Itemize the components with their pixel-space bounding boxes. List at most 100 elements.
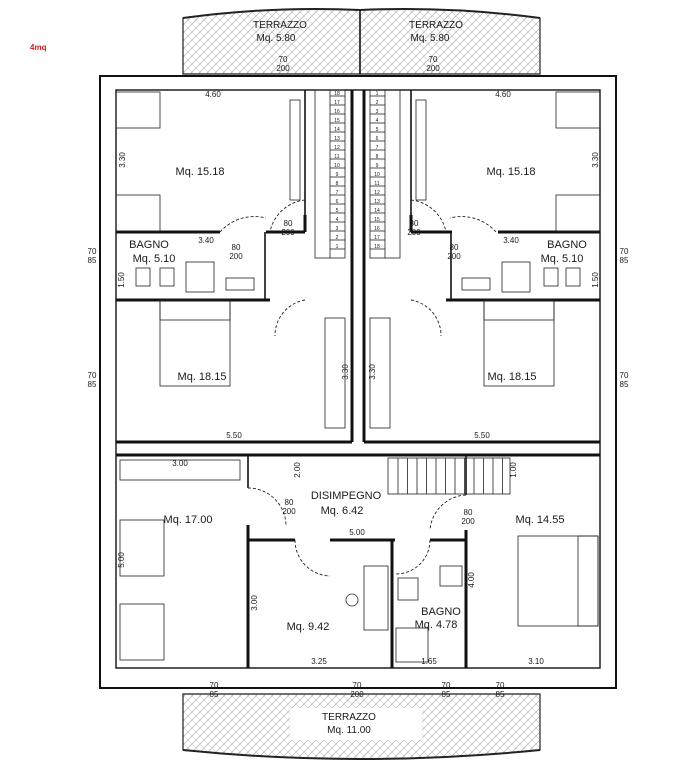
- stair-step-number: 13: [374, 199, 380, 205]
- opening-height-label: 85: [88, 380, 97, 389]
- opening-width-label: 70: [210, 681, 219, 690]
- terrace-top-right-title: TERRAZZO: [409, 20, 463, 31]
- opening-width-label: 70: [429, 55, 438, 64]
- opening-width-label: 70: [620, 247, 629, 256]
- stair-step-number: 2: [376, 100, 379, 106]
- opening-height-label: 200: [282, 507, 296, 516]
- opening-height-label: 85: [88, 256, 97, 265]
- dim-bath-low-width: 1.65: [421, 657, 437, 666]
- stair-step-number: 12: [374, 190, 380, 196]
- dim-bed-mid-left-depth: 3.30: [341, 364, 350, 380]
- room-area-bed-low-right: Mq. 14.55: [516, 514, 565, 526]
- stair-step-number: 18: [334, 91, 340, 97]
- opening-width-label: 70: [442, 681, 451, 690]
- outer-walls: [99, 75, 617, 689]
- terrace-top-left-title: TERRAZZO: [253, 20, 307, 31]
- room-name-bath-left: BAGNO: [129, 239, 169, 251]
- stair-step-number: 13: [334, 136, 340, 142]
- dim-bath-right-depth: 1.50: [591, 272, 600, 288]
- stair-step-number: 16: [334, 109, 340, 115]
- stair-step-number: 7: [376, 145, 379, 151]
- opening-height-label: 200: [447, 252, 461, 261]
- opening-width-label: 80: [232, 243, 241, 252]
- stair-step-number: 5: [336, 208, 339, 214]
- opening-height-label: 200: [350, 690, 364, 699]
- opening-height-label: 200: [229, 252, 243, 261]
- stair-step-number: 3: [376, 109, 379, 115]
- stair-step-number: 6: [336, 199, 339, 205]
- opening-height-label: 200: [426, 64, 440, 73]
- brand-logo: 4mq: [30, 43, 47, 52]
- room-name-bath-right: BAGNO: [547, 239, 587, 251]
- opening-dimensions: 7020070200708570857085708570857020070857…: [88, 55, 629, 699]
- stair-step-number: 11: [374, 181, 379, 187]
- dim-bed-low-right-depth2: 1.00: [509, 462, 518, 478]
- stair-step-number: 18: [374, 244, 380, 250]
- stair-step-number: 9: [376, 163, 379, 169]
- dim-bed-mid-left-width: 5.50: [226, 431, 242, 440]
- opening-width-label: 80: [285, 498, 294, 507]
- terrace-top-left-area: Mq. 5.80: [257, 33, 296, 44]
- terrace-top: [182, 8, 541, 75]
- stair-step-number: 15: [374, 217, 380, 223]
- room-area-bed-mid-left: Mq. 18.15: [178, 371, 227, 383]
- opening-height-label: 85: [620, 380, 629, 389]
- room-area-bath-left: Mq. 5.10: [133, 253, 176, 265]
- dim-hall-width: 5.00: [349, 528, 365, 537]
- opening-width-label: 80: [464, 508, 473, 517]
- stair-step-number: 16: [374, 226, 380, 232]
- stair-step-number: 1: [336, 244, 339, 250]
- room-area-bath-low: Mq. 4.78: [415, 619, 458, 631]
- room-area-bed-low-left: Mq. 17.00: [164, 514, 213, 526]
- opening-width-label: 70: [88, 247, 97, 256]
- opening-width-label: 80: [410, 219, 419, 228]
- opening-width-label: 70: [496, 681, 505, 690]
- opening-width-label: 70: [88, 371, 97, 380]
- room-area-bed-top-left: Mq. 15.18: [176, 166, 225, 178]
- dim-bed-low-right-width: 3.10: [528, 657, 544, 666]
- stair-step-number: 6: [376, 136, 379, 142]
- dim-bed-top-left-depth: 3.30: [118, 152, 127, 168]
- stair-step-number: 1: [376, 91, 379, 97]
- stair-step-number: 15: [334, 118, 340, 124]
- stair-step-number: 10: [334, 163, 340, 169]
- room-area-bath-right: Mq. 5.10: [541, 253, 584, 265]
- opening-height-label: 85: [210, 690, 219, 699]
- terrace-bottom-title: TERRAZZO: [322, 712, 376, 723]
- dim-bed-top-right-width: 4.60: [495, 90, 511, 99]
- room-area-low-center: Mq. 9.42: [287, 621, 330, 633]
- stair-step-number: 9: [336, 172, 339, 178]
- dim-bed-mid-right-width: 5.50: [474, 431, 490, 440]
- dim-bed-top-left-width: 4.60: [205, 90, 221, 99]
- opening-height-label: 200: [407, 228, 421, 237]
- stair-step-number: 8: [376, 154, 379, 160]
- stair-step-number: 3: [336, 226, 339, 232]
- staircase-lower: [387, 457, 511, 495]
- stair-step-number: 11: [334, 154, 339, 160]
- stair-step-number: 7: [336, 190, 339, 196]
- stair-step-number: 4: [336, 217, 339, 223]
- room-area-bed-mid-right: Mq. 18.15: [488, 371, 537, 383]
- stair-step-number: 8: [336, 181, 339, 187]
- furniture: [115, 91, 601, 663]
- opening-width-label: 70: [279, 55, 288, 64]
- dim-low-center-width: 3.25: [311, 657, 327, 666]
- dim-bath-right-width: 3.40: [503, 236, 519, 245]
- terrace-bottom-area: Mq. 11.00: [327, 725, 371, 736]
- stair-step-number: 17: [334, 100, 340, 106]
- dim-bath-left-width: 3.40: [198, 236, 214, 245]
- opening-height-label: 85: [620, 256, 629, 265]
- stair-step-number: 10: [374, 172, 380, 178]
- stair-step-number: 12: [334, 145, 340, 151]
- terrace-top-right-area: Mq. 5.80: [411, 33, 450, 44]
- dim-low-center-depth: 3.00: [250, 595, 259, 611]
- stair-step-number: 4: [376, 118, 379, 124]
- opening-width-label: 70: [620, 371, 629, 380]
- opening-width-label: 80: [284, 219, 293, 228]
- opening-height-label: 200: [281, 228, 295, 237]
- room-name-hall: DISIMPEGNO: [311, 490, 382, 502]
- stair-step-number: 14: [374, 208, 380, 214]
- opening-width-label: 70: [353, 681, 362, 690]
- dim-bed-top-right-depth: 3.30: [591, 152, 600, 168]
